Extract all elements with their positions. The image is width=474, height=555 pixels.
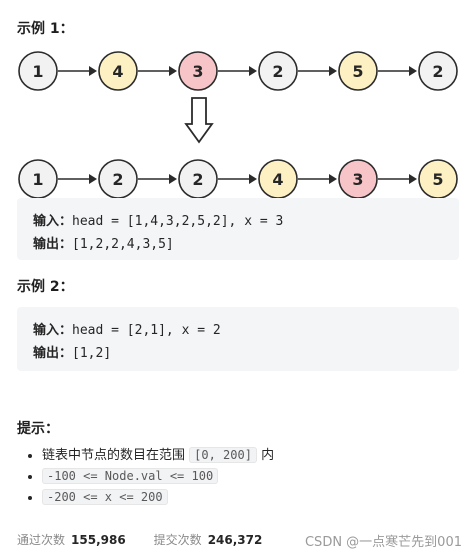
example2-input-line: 输入：head = [2,1], x = 2	[33, 323, 221, 338]
after-node-value: 3	[352, 170, 363, 189]
before-arrowhead	[169, 66, 177, 76]
after-arrowhead	[329, 174, 337, 184]
hint-item: -100 <= Node.val <= 100	[42, 466, 274, 487]
after-node-value: 2	[112, 170, 123, 189]
hint-code: [0, 200]	[189, 447, 257, 463]
hints-list: 链表中节点的数目在范围 [0, 200] 内 -100 <= Node.val …	[22, 445, 274, 508]
example1-code-box: 输入：head = [1,4,3,2,5,2], x = 3 输出：[1,2,2…	[17, 198, 459, 260]
before-node	[98, 51, 138, 91]
before-node-value: 2	[272, 62, 283, 81]
example1-input-line: 输入：head = [1,4,3,2,5,2], x = 3	[33, 214, 284, 229]
hint-code: -100 <= Node.val <= 100	[42, 468, 219, 484]
list-after-diagram: 1 2 2 4 3 5	[18, 159, 458, 199]
example2-heading: 示例 2：	[17, 279, 74, 295]
before-arrowhead	[329, 66, 337, 76]
before-node	[338, 51, 378, 91]
after-node-value: 1	[32, 170, 43, 189]
hints-heading: 提示：	[17, 421, 59, 437]
submitted-label: 提交次数	[153, 533, 202, 547]
list-before-diagram: 1 4 3 2 5 2	[18, 51, 458, 91]
watermark: CSDN @一点寒芒先到001	[304, 535, 462, 550]
before-node	[418, 51, 458, 91]
hint-item: 链表中节点的数目在范围 [0, 200] 内	[42, 445, 274, 466]
before-node-value: 5	[352, 62, 363, 81]
accepted-label: 通过次数	[17, 533, 66, 547]
example2-code-box: 输入：head = [2,1], x = 2 输出：[1,2]	[17, 307, 459, 371]
before-node	[258, 51, 298, 91]
down-arrow-icon	[184, 97, 214, 144]
example2-output-line: 输出：[1,2]	[33, 346, 112, 361]
before-node	[18, 51, 58, 91]
hint-code: -200 <= x <= 200	[42, 489, 168, 505]
before-node-value: 2	[432, 62, 443, 81]
before-arrowhead	[249, 66, 257, 76]
after-node-value: 4	[272, 170, 283, 189]
example1-heading: 示例 1：	[17, 21, 74, 37]
before-node-value: 4	[112, 62, 123, 81]
before-node-value: 3	[192, 62, 203, 81]
before-node	[178, 51, 218, 91]
accepted-count: 155,986	[71, 533, 126, 547]
after-arrowhead	[249, 174, 257, 184]
after-arrowhead	[409, 174, 417, 184]
stats-footer: 通过次数 155,986 提交次数 246,372	[17, 531, 290, 548]
example1-output-line: 输出：[1,2,2,4,3,5]	[33, 237, 174, 252]
before-arrowhead	[409, 66, 417, 76]
submitted-count: 246,372	[207, 533, 263, 547]
hint-item: -200 <= x <= 200	[42, 487, 274, 508]
after-arrowhead	[169, 174, 177, 184]
after-arrowhead	[89, 174, 97, 184]
before-arrowhead	[89, 66, 97, 76]
before-node-value: 1	[32, 62, 43, 81]
after-node-value: 5	[432, 170, 443, 189]
after-node-value: 2	[192, 170, 203, 189]
